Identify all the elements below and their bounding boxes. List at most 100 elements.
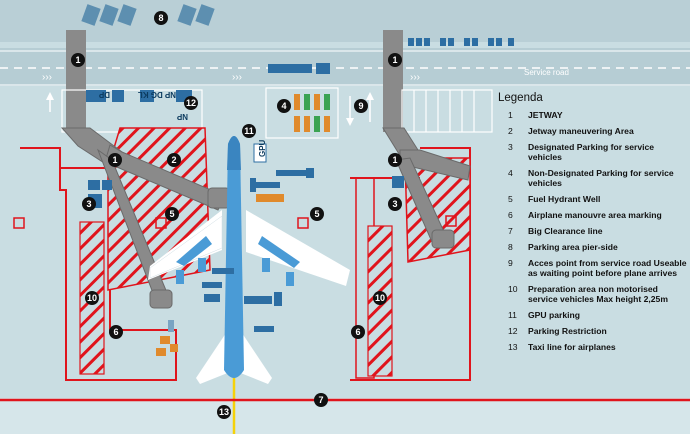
legend-item-number: 1 <box>508 110 513 120</box>
legend-item-text: GPU parking <box>528 310 581 320</box>
marker-label: 1 <box>75 55 80 65</box>
legend-item-number: 13 <box>508 342 518 352</box>
bus-vehicle <box>268 64 312 73</box>
marker-4: 4 <box>277 99 291 113</box>
legend-item: 3 Designated Parking for service vehicles <box>498 142 688 162</box>
stencil-np-dg-kl: NP DG KL <box>138 90 176 99</box>
marker-label: 12 <box>186 98 196 108</box>
legend-item: 13 Taxi line for airplanes <box>498 342 688 352</box>
legend-item-text: Taxi line for airplanes <box>528 342 616 352</box>
marker-9: 9 <box>354 99 368 113</box>
marker-label: 5 <box>314 209 319 219</box>
legend-item: 2 Jetway maneuvering Area <box>498 126 688 136</box>
legend-item-number: 2 <box>508 126 513 136</box>
marker-11: 11 <box>242 124 256 138</box>
legend-item: 4 Non-Designated Parking for service vehi… <box>498 168 688 188</box>
legend-item: 9 Acces point from service road Useable a… <box>498 258 688 278</box>
legend-item: 6 Airplane manouvre area marking <box>498 210 688 220</box>
marker-label: 4 <box>281 101 286 111</box>
marker-label: 3 <box>392 199 397 209</box>
marker-label: 11 <box>244 126 254 136</box>
marker-label: 6 <box>113 327 118 337</box>
legend-item-number: 11 <box>508 310 517 320</box>
marker-10: 10 <box>85 291 99 305</box>
airplane <box>148 136 350 384</box>
legend-item: 12 Parking Restriction <box>498 326 688 336</box>
marker-label: 2 <box>171 155 176 165</box>
marker-1: 1 <box>388 53 402 67</box>
svg-text:›››: ››› <box>232 72 242 83</box>
marker-8: 8 <box>154 11 168 25</box>
marker-label: 1 <box>112 155 117 165</box>
marker-13: 13 <box>217 405 231 419</box>
legend-item-text: Parking area pier-side <box>528 242 618 252</box>
legend-item-text: Airplane manouvre area marking <box>528 210 662 220</box>
service-road <box>0 48 690 86</box>
marker-3: 3 <box>82 197 96 211</box>
marker-label: 10 <box>87 293 97 303</box>
marker-3: 3 <box>388 197 402 211</box>
marker-12: 12 <box>184 96 198 110</box>
legend-item-text: Fuel Hydrant Well <box>528 194 601 204</box>
parking-restriction-right <box>350 147 471 381</box>
svg-text:›››: ››› <box>410 72 420 83</box>
service-road-label: Service road <box>524 68 569 77</box>
legend-item-number: 10 <box>508 284 518 294</box>
legend-item: 8 Parking area pier-side <box>498 242 688 252</box>
legend-item-text: Jetway maneuvering Area <box>528 126 634 136</box>
legend-item: 10 Preparation area non motorised service… <box>498 284 688 304</box>
legend-item-text: Big Clearance line <box>528 226 603 236</box>
marker-1: 1 <box>108 153 122 167</box>
legend-item-number: 8 <box>508 242 513 252</box>
marker-label: 1 <box>392 155 397 165</box>
legend-item-number: 9 <box>508 258 513 268</box>
legend-item-text: Preparation area non motorised service v… <box>528 284 668 304</box>
pier-building <box>0 0 690 42</box>
legend-item: 1 JETWAY <box>498 110 688 120</box>
fuel-hydrant-left <box>155 217 167 229</box>
marker-1: 1 <box>71 53 85 67</box>
legend-title: Legenda <box>498 92 543 104</box>
pier-parking-area <box>81 4 215 26</box>
baggage-carts <box>156 320 178 356</box>
legend: Legenda 1 JETWAY 2 Jetway maneuvering Area 3… <box>498 92 688 358</box>
jetway-column-right <box>383 30 403 132</box>
legend-item-text: Acces point from service road Useable as… <box>528 258 687 278</box>
marker-label: 6 <box>355 327 360 337</box>
legend-item-number: 4 <box>508 168 513 178</box>
marker-1: 1 <box>388 153 402 167</box>
jetway-column-left <box>66 30 86 128</box>
fuel-hydrant-right <box>297 217 309 229</box>
stencil-gpu: GPU <box>258 139 267 157</box>
marker-label: 7 <box>318 395 323 405</box>
non-designated-parking <box>265 87 339 139</box>
stencil-np: NP <box>176 112 188 121</box>
stencil-dp: DP <box>98 90 110 99</box>
legend-item-number: 3 <box>508 142 513 152</box>
legend-item-number: 6 <box>508 210 513 220</box>
service-vehicles-top <box>408 38 514 46</box>
legend-item-text: JETWAY <box>528 110 563 120</box>
marker-label: 8 <box>158 13 163 23</box>
legend-item-text: Non-Designated Parking for service vehic… <box>528 168 674 188</box>
marker-5: 5 <box>165 207 179 221</box>
legend-item-text: Parking Restriction <box>528 326 607 336</box>
marker-label: 13 <box>219 407 229 417</box>
legend-item-number: 12 <box>508 326 518 336</box>
legend-item-number: 7 <box>508 226 513 236</box>
marker-label: 5 <box>169 209 174 219</box>
marker-6: 6 <box>109 325 123 339</box>
marker-5: 5 <box>310 207 324 221</box>
marker-label: 3 <box>86 199 91 209</box>
marker-6: 6 <box>351 325 365 339</box>
legend-item: 11 GPU parking <box>498 310 688 320</box>
marker-label: 9 <box>358 101 363 111</box>
svg-text:›››: ››› <box>42 72 52 83</box>
marker-label: 1 <box>392 55 397 65</box>
marker-label: 10 <box>375 293 385 303</box>
legend-item-text: Designated Parking for service vehicles <box>528 142 655 162</box>
